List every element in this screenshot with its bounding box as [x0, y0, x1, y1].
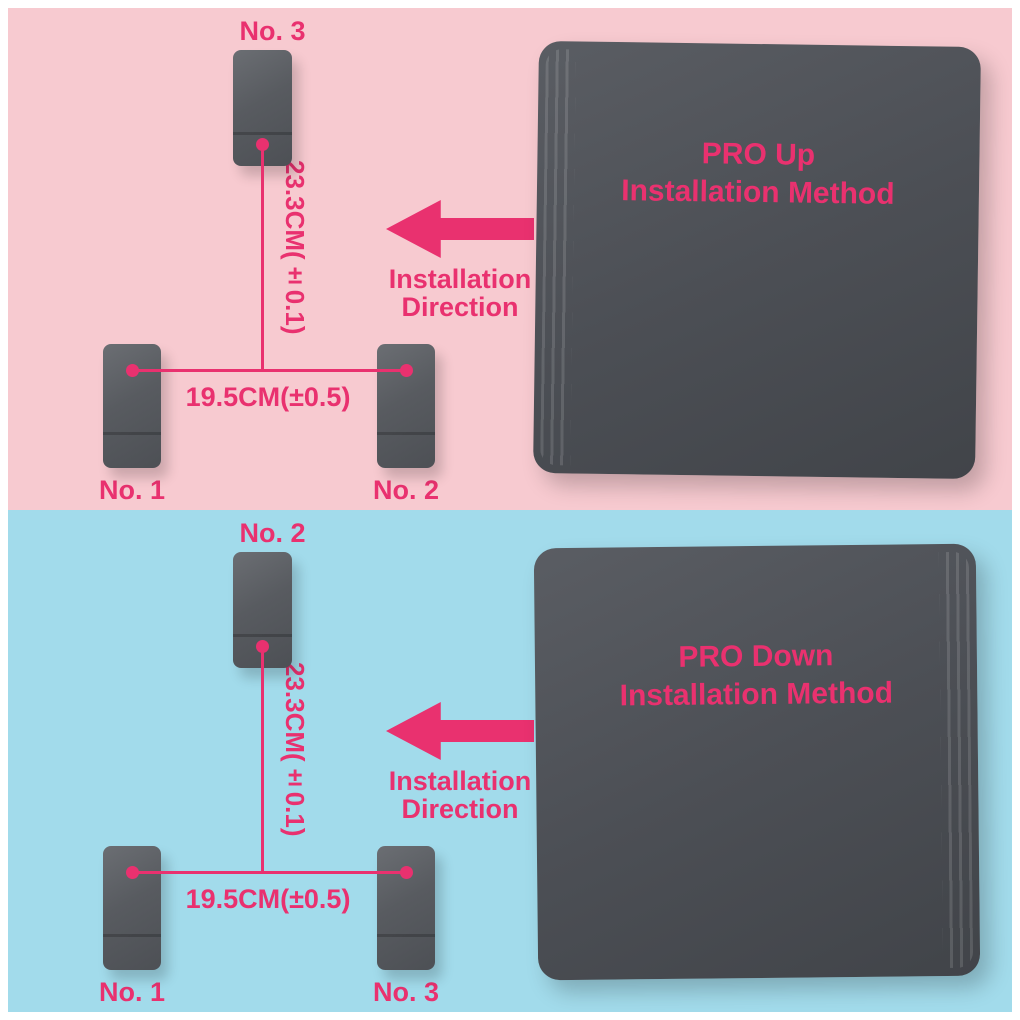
bracket-label-right: No. 3 — [372, 977, 439, 1007]
mount-point-dot — [256, 138, 269, 151]
horizontal-measurement-label: 19.5CM(±0.5) — [185, 382, 351, 412]
panel-pro-up: No. 3 23.3CM(±0.1) 19.5CM(±0.5) No. 1 No… — [8, 8, 1012, 510]
mount-point-dot — [126, 866, 139, 879]
bracket-label-left: No. 1 — [98, 977, 165, 1007]
mount-bracket-left — [103, 846, 161, 970]
mount-bracket-right — [377, 846, 435, 970]
console-title-line2: Installation Method — [619, 676, 894, 713]
installation-direction-label-line1: Installation — [388, 766, 532, 796]
console-title-line1: PRO Down — [678, 639, 834, 674]
vertical-measurement-label: 23.3CM(±0.1) — [280, 160, 311, 335]
installation-direction-label-line2: Direction — [401, 794, 519, 824]
ps4-pro-console: PRO Up Installation Method — [533, 40, 981, 480]
vertical-measurement-label: 23.3CM(±0.1) — [280, 662, 311, 837]
mount-point-dot — [126, 364, 139, 377]
vertical-measure-line — [261, 145, 264, 371]
installation-direction-label-line1: Installation — [388, 264, 532, 294]
bracket-label-top: No. 3 — [239, 16, 306, 46]
bracket-label-right: No. 2 — [372, 475, 439, 505]
mount-point-dot — [256, 640, 269, 653]
installation-direction-label-line2: Direction — [401, 292, 519, 322]
console-title-line1: PRO Up — [701, 137, 816, 172]
horizontal-measure-line — [132, 369, 406, 372]
horizontal-measure-line — [132, 871, 406, 874]
mount-point-dot — [400, 364, 413, 377]
vertical-measure-line — [261, 647, 264, 873]
console-title-line2: Installation Method — [621, 174, 895, 211]
bracket-label-top: No. 2 — [239, 518, 306, 548]
horizontal-measurement-label: 19.5CM(±0.5) — [185, 884, 351, 914]
mount-point-dot — [400, 866, 413, 879]
left-arrow-icon — [386, 702, 534, 760]
mount-bracket-right — [377, 344, 435, 468]
bracket-label-left: No. 1 — [98, 475, 165, 505]
ps4-pro-console: PRO Down Installation Method — [533, 543, 981, 981]
panel-pro-down: No. 2 23.3CM(±0.1) 19.5CM(±0.5) No. 1 No… — [8, 510, 1012, 1012]
left-arrow-icon — [386, 200, 534, 258]
mount-bracket-left — [103, 344, 161, 468]
